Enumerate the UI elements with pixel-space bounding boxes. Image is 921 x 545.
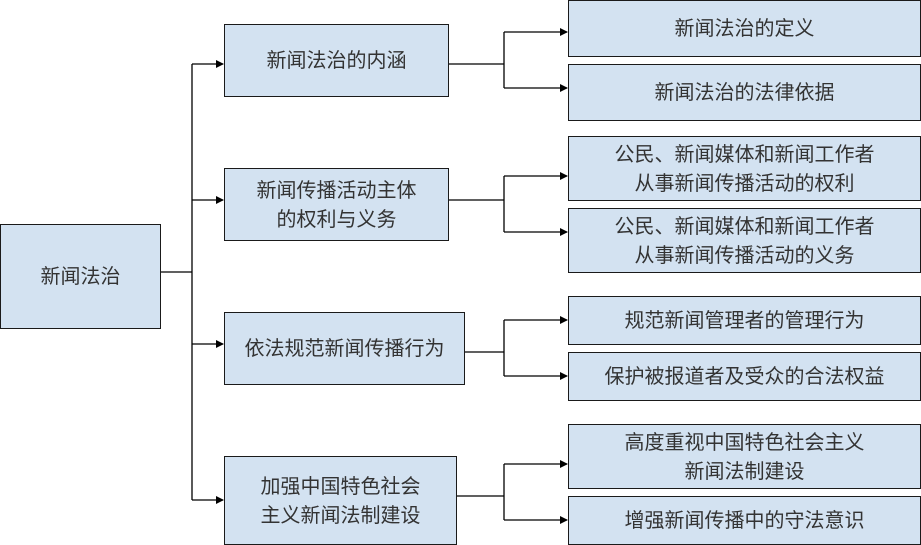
root-node: 新闻法治: [0, 224, 161, 329]
branch-node-1: 新闻法治的内涵: [224, 24, 449, 97]
leaf-label: 高度重视中国特色社会主义 新闻法制建设: [624, 429, 865, 483]
leaf-node-1-2: 新闻法治的法律依据: [568, 64, 921, 121]
leaf-node-3-2: 保护被报道者及受众的合法权益: [568, 352, 921, 401]
leaf-node-3-1: 规范新闻管理者的管理行为: [568, 296, 921, 345]
leaf-label: 增强新闻传播中的守法意识: [624, 508, 865, 532]
branch-label: 新闻传播活动主体 的权利与义务: [256, 177, 417, 231]
branch-node-3: 依法规范新闻传播行为: [224, 312, 465, 385]
leaf-label: 规范新闻管理者的管理行为: [624, 308, 865, 332]
leaf-label: 保护被报道者及受众的合法权益: [604, 364, 885, 388]
leaf-node-1-1: 新闻法治的定义: [568, 0, 921, 57]
branch-node-4: 加强中国特色社会 主义新闻法制建设: [224, 456, 457, 545]
leaf-node-4-2: 增强新闻传播中的守法意识: [568, 496, 921, 545]
branch-label: 加强中国特色社会 主义新闻法制建设: [260, 473, 421, 527]
leaf-node-2-2: 公民、新闻媒体和新闻工作者 从事新闻传播活动的义务: [568, 208, 921, 273]
leaf-label: 新闻法治的定义: [674, 16, 815, 40]
leaf-label: 公民、新闻媒体和新闻工作者 从事新闻传播活动的义务: [614, 213, 875, 267]
leaf-label: 公民、新闻媒体和新闻工作者 从事新闻传播活动的权利: [614, 141, 875, 195]
branch-label: 依法规范新闻传播行为: [244, 336, 445, 360]
leaf-node-2-1: 公民、新闻媒体和新闻工作者 从事新闻传播活动的权利: [568, 136, 921, 201]
leaf-label: 新闻法治的法律依据: [654, 80, 835, 104]
branch-label: 新闻法治的内涵: [266, 48, 407, 72]
root-label: 新闻法治: [40, 264, 121, 288]
leaf-node-4-1: 高度重视中国特色社会主义 新闻法制建设: [568, 424, 921, 489]
branch-node-2: 新闻传播活动主体 的权利与义务: [224, 168, 449, 241]
